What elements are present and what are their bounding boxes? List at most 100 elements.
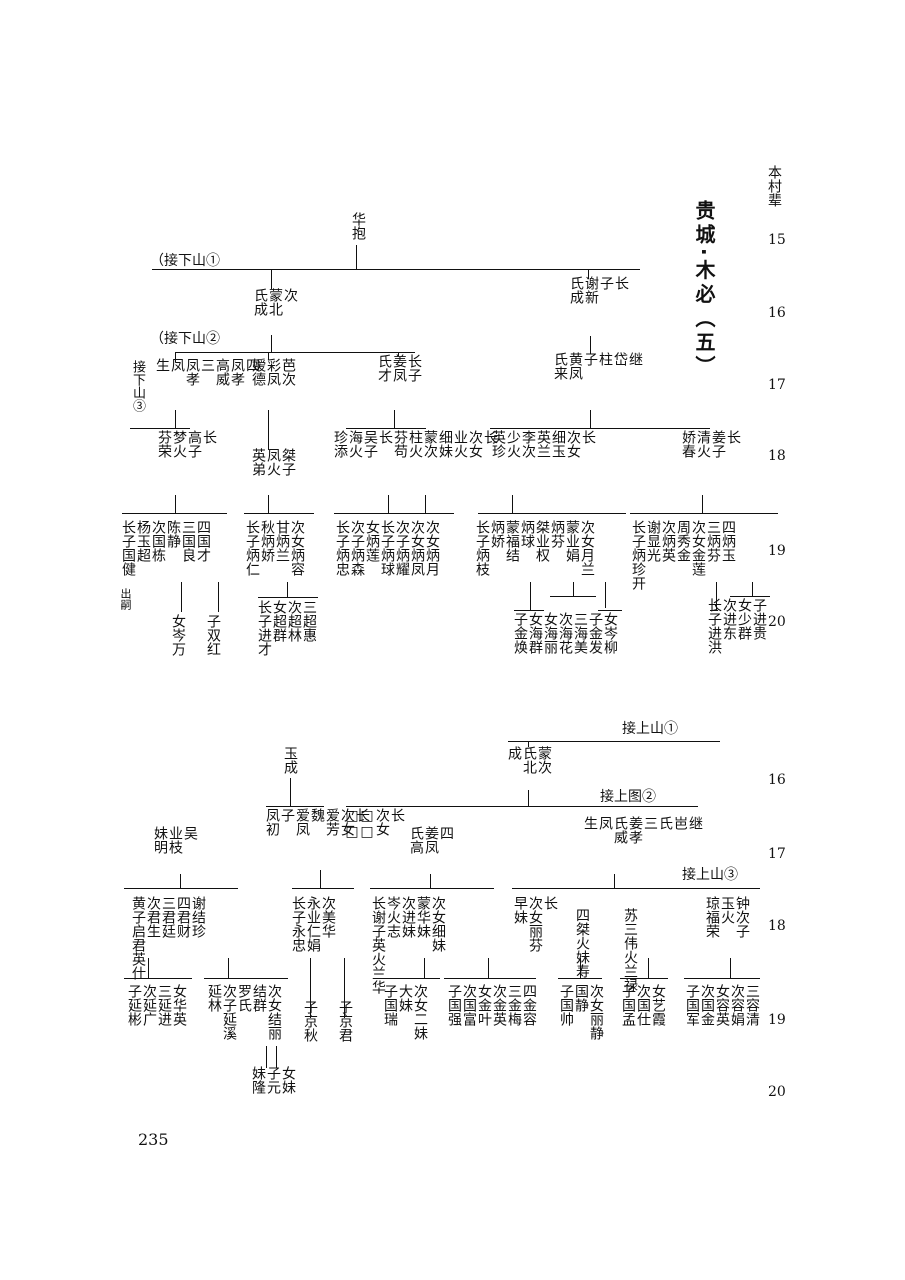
generation-number: 17	[768, 846, 786, 862]
name-column: 氏才	[376, 354, 392, 382]
name-column: 长谢子英火兰华	[370, 896, 386, 994]
name-column: 氏来	[552, 352, 568, 380]
name-column: 秋炳娇	[259, 520, 275, 562]
name-column: 女岑柳	[602, 612, 618, 654]
name-column: 英弟	[250, 448, 266, 476]
name-column: 生	[582, 816, 598, 830]
name-column: 三容清	[744, 984, 760, 1026]
name-column: 次子延溪	[221, 984, 237, 1040]
name-column: 次女结丽	[266, 984, 282, 1040]
name-column: □□	[344, 808, 360, 840]
name-column: 蒙次	[422, 430, 438, 458]
name-column: 长	[580, 430, 596, 444]
connector-2: （接下山②	[150, 331, 220, 347]
name-column: 次女炳月	[424, 520, 440, 576]
name-column: 长子进才	[256, 600, 272, 656]
name-column: 谢显光	[645, 520, 661, 562]
name-column: 英珍	[490, 430, 506, 458]
name-column: 桀子	[280, 448, 296, 476]
name-column: 娇春	[680, 430, 696, 458]
name-column: 次子炳耀	[394, 520, 410, 576]
connector-1: （接下山①	[150, 253, 220, 269]
name-column: 子进贵	[751, 598, 767, 640]
b19-group: 次女丽静国静子国帅	[558, 984, 604, 1040]
name-column: 长	[482, 430, 498, 444]
name-column: 长	[377, 430, 393, 444]
node-g17-a: 四凤孝高威三凤孝凤生	[154, 358, 260, 386]
name-column: 玉火	[719, 896, 735, 924]
node-g16-b: 长子谢新氏成	[568, 276, 629, 304]
name-column: 女妹	[280, 1066, 296, 1094]
name-column: 继	[687, 816, 703, 830]
name-column: 李次	[520, 430, 536, 458]
name-column: 三君廷	[160, 896, 176, 938]
name-column: 子金发	[587, 612, 603, 654]
name-column: 长子炳珍开	[630, 520, 646, 590]
name-column: 四君财	[175, 896, 191, 938]
b18-group: 长次女丽芬早妹	[512, 896, 558, 952]
node-g16-a: 次蒙北氏成	[252, 288, 298, 316]
name-column: 琼福荣	[704, 896, 720, 938]
node-g18-d: 长次女细玉英兰李次少火英珍	[490, 430, 596, 458]
node-b17-b: 长次女爱芳魏爱凤子凤初	[264, 808, 370, 836]
name-column: 大妹	[397, 984, 413, 1012]
name-column: 凤	[169, 358, 185, 372]
name-column: 长子炳忠	[334, 520, 350, 576]
name-column: 四	[244, 358, 260, 372]
b19-group: 次女结丽结群罗氏次子延溪延林	[206, 984, 282, 1040]
name-column: 三延进	[156, 984, 172, 1026]
node-g17-b: 芭次彩凤嫒德	[250, 358, 296, 386]
b19-group: 四金容三金梅次金英女金叶次国富子国强	[446, 984, 537, 1026]
g20-group: 子进贵女少群次进东长子进洪	[706, 598, 767, 654]
name-column: 次女炳容	[289, 520, 305, 576]
name-column: 玉成	[282, 746, 298, 774]
name-column: 妹明	[152, 826, 168, 854]
name-column: 氏高	[408, 826, 424, 854]
name-column: 次炳英	[660, 520, 676, 562]
node-g18-b: 桀子凤火英弟	[250, 448, 296, 476]
name-column: □□	[359, 808, 375, 840]
name-column: 女海群	[527, 612, 543, 654]
name-column: 岱	[612, 352, 628, 366]
name-column: 业火	[452, 430, 468, 458]
b18-group: 四桀火妹寿	[574, 908, 590, 978]
name-column: 次国栋	[150, 520, 166, 562]
name-column: 氏	[657, 816, 673, 830]
name-column: 次君生	[145, 896, 161, 938]
name-column: 生	[154, 358, 170, 372]
name-column: 次女月兰	[579, 520, 595, 576]
name-column: 妹隆	[250, 1066, 266, 1094]
node-g18-c: 长次女业火细妹蒙次柱火芬苟长吴子海火珍添	[332, 430, 498, 458]
g20-group: 子双红女岑万	[170, 614, 221, 656]
name-column: 芬荣	[156, 430, 172, 458]
name-column: 长	[354, 808, 370, 822]
name-column: 次女丽静	[588, 984, 604, 1040]
node-b17-c: 长次女□□□□	[344, 808, 405, 840]
name-column: 姜凤	[391, 354, 407, 382]
name-column: 三超惠	[301, 600, 317, 642]
name-column: 子国孟	[620, 984, 636, 1026]
name-column: 女艺霞	[650, 984, 666, 1026]
name-column: 女少群	[736, 598, 752, 640]
name-column: 子元	[265, 1066, 281, 1094]
name-column: 苏三伟火兰禄	[622, 908, 638, 992]
g19-group: 次女炳容甘炳兰秋炳娇长子炳仁	[244, 520, 305, 576]
name-column: 炳娇	[489, 520, 505, 548]
name-column: 梦火	[171, 430, 187, 458]
name-column: 女炳莲	[364, 520, 380, 562]
name-column: 蒙福结	[504, 520, 520, 562]
name-column: 姜孝	[627, 816, 643, 844]
name-column: 长子进洪	[706, 598, 722, 654]
name-column: 吴	[182, 826, 198, 840]
name-column: 永业仁娟	[305, 896, 321, 952]
name-column: 四国才	[195, 520, 211, 562]
name-column: 女超群	[271, 600, 287, 642]
generation-number: 16	[768, 772, 786, 788]
name-column: 三海美	[572, 612, 588, 654]
name-column: 柱火	[407, 430, 423, 458]
name-column: 岜	[672, 816, 688, 830]
name-column: 子国瑞	[382, 984, 398, 1026]
name-column: 女海丽	[542, 612, 558, 654]
name-column: 长	[389, 808, 405, 822]
name-column: 次	[282, 288, 298, 302]
